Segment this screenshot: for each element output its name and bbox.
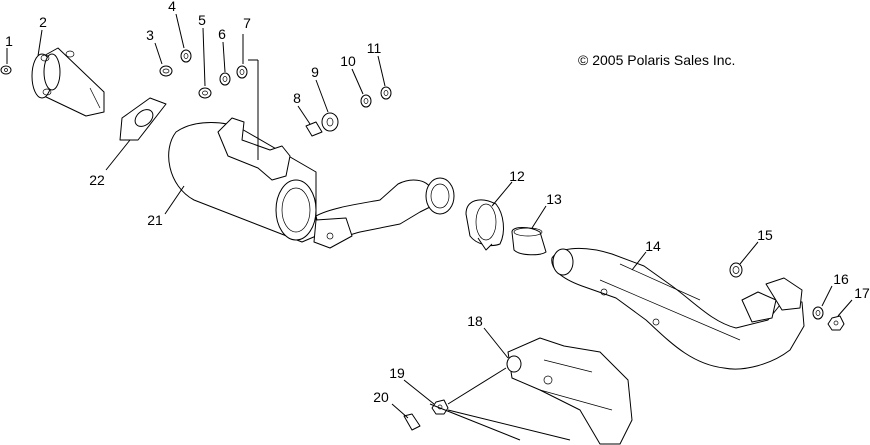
bolt-part-1[interactable] xyxy=(0,65,12,75)
washer-part-10[interactable] xyxy=(360,94,372,108)
callout-6: 6 xyxy=(218,26,226,42)
callout-14: 14 xyxy=(645,238,661,254)
gasket-part-22[interactable] xyxy=(119,97,167,141)
callout-4: 4 xyxy=(168,0,176,14)
callout-21: 21 xyxy=(147,212,163,228)
callout-labels: 1 2 3 4 5 6 7 8 9 10 11 12 13 14 15 16 1… xyxy=(5,0,870,405)
screw-part-5[interactable] xyxy=(198,87,212,99)
callout-18: 18 xyxy=(467,313,483,329)
leader-lines xyxy=(6,13,853,441)
grommet-part-9[interactable] xyxy=(321,112,339,132)
callout-8: 8 xyxy=(293,90,301,106)
callout-20: 20 xyxy=(373,389,389,405)
callout-9: 9 xyxy=(311,64,319,80)
washer-part-4[interactable] xyxy=(180,49,192,63)
nut-part-11[interactable] xyxy=(380,86,392,100)
washer-part-6[interactable] xyxy=(219,72,231,86)
callout-11: 11 xyxy=(367,40,382,56)
callout-7: 7 xyxy=(243,15,251,31)
heat-shield-part-18[interactable] xyxy=(506,337,633,445)
muffler-part-21[interactable] xyxy=(168,117,455,249)
seal-part-13[interactable] xyxy=(511,227,547,256)
head-pipe-part-14[interactable] xyxy=(551,247,805,370)
screw-part-3[interactable] xyxy=(159,65,173,77)
callout-1: 1 xyxy=(5,33,13,49)
callout-15: 15 xyxy=(757,227,773,243)
callout-10: 10 xyxy=(340,53,356,69)
clamp-part-12[interactable] xyxy=(465,199,504,251)
washer-part-19[interactable] xyxy=(431,399,449,415)
spark-arrestor-part-2[interactable] xyxy=(31,47,105,117)
copyright-text: © 2005 Polaris Sales Inc. xyxy=(578,52,735,68)
bushing-part-8[interactable] xyxy=(305,121,323,137)
callout-22: 22 xyxy=(89,172,105,188)
gasket-part-15[interactable] xyxy=(729,262,743,278)
washer-part-16[interactable] xyxy=(812,306,824,320)
callout-12: 12 xyxy=(509,168,525,184)
callout-13: 13 xyxy=(546,191,562,207)
callout-5: 5 xyxy=(198,12,206,28)
callout-19: 19 xyxy=(389,365,405,381)
callout-16: 16 xyxy=(833,271,849,287)
callout-3: 3 xyxy=(146,27,154,43)
nut-part-17[interactable] xyxy=(827,315,845,331)
callout-2: 2 xyxy=(39,14,47,30)
callout-17: 17 xyxy=(854,285,870,301)
nut-part-7[interactable] xyxy=(236,65,248,79)
